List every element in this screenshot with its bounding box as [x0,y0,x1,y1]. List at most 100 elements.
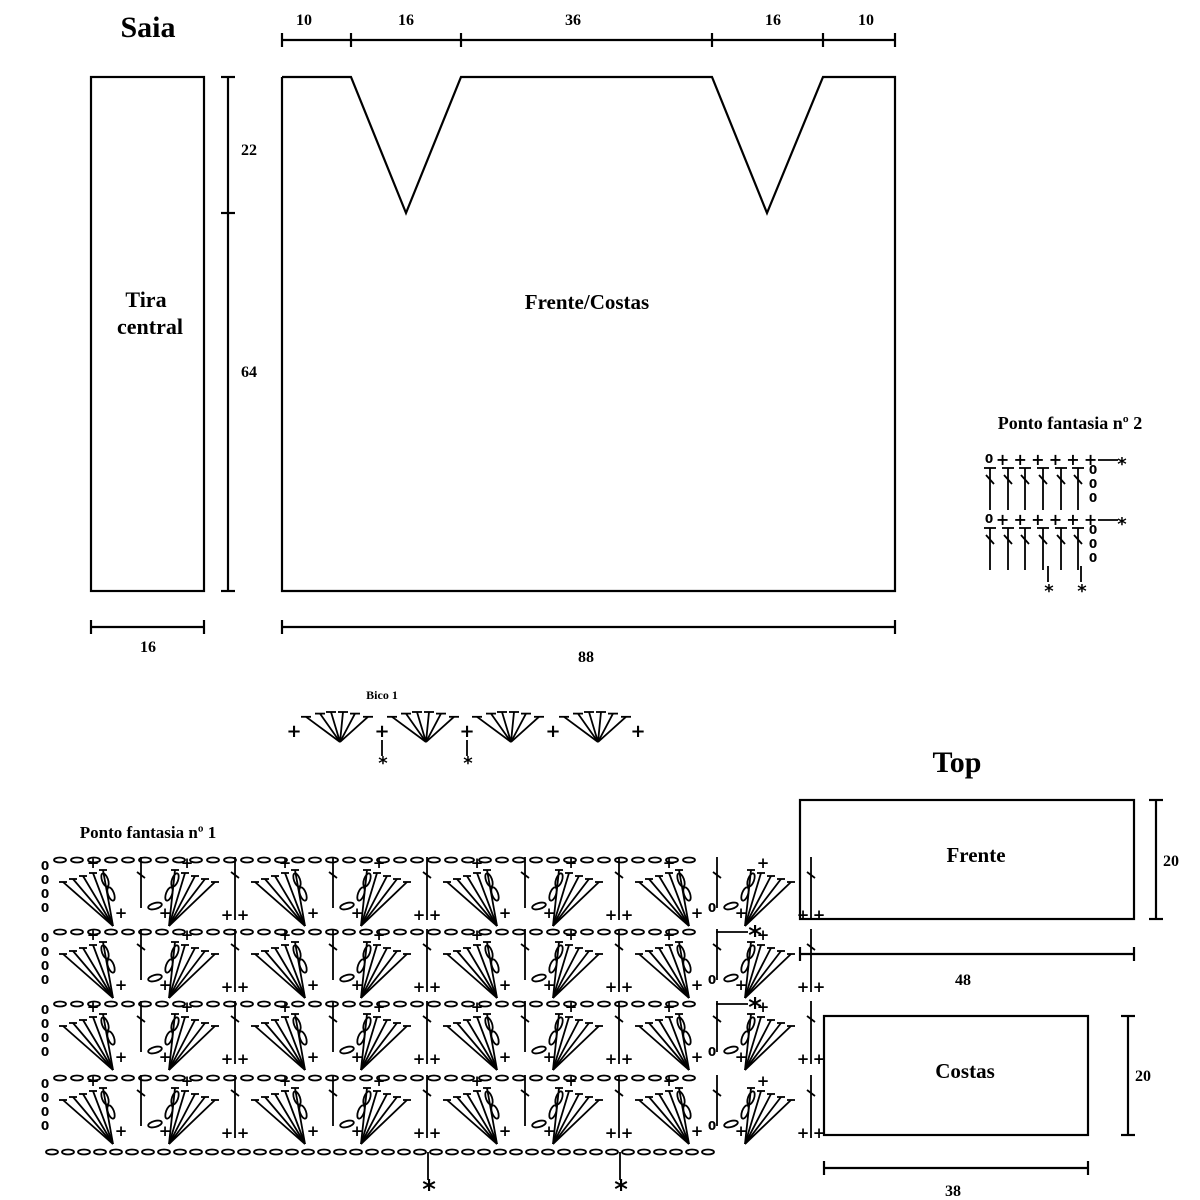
chain-oval [206,1074,220,1082]
single-crochet-symbol: + [1066,450,1079,469]
chain-symbol: 0 [1089,491,1097,505]
single-crochet-symbol: + [221,1124,234,1142]
chain-oval [563,928,577,936]
stitch-line [552,878,590,927]
frente-costas-piece [280,75,897,593]
chain-oval [682,958,692,974]
chain-symbol: 0 [41,873,49,887]
chain-symbol: 0 [1089,537,1097,551]
stitch-line [328,1089,338,1097]
stitch-line [678,1013,690,1071]
chain-oval [648,928,662,936]
chain-symbol: 0 [41,1045,49,1059]
chain-oval [356,1104,366,1120]
stitch-line [360,869,368,927]
chain-oval [147,1045,163,1055]
chain-oval [490,1030,500,1046]
top-costas-label: Costas [935,1059,995,1083]
single-crochet-symbol: + [115,976,128,994]
chain-oval [740,1104,750,1120]
stitch-line [510,713,527,743]
single-crochet-symbol: + [351,1122,364,1140]
single-crochet-symbol: + [621,978,634,996]
chain-oval [723,901,739,911]
top-costas-height-label: 20 [1135,1068,1151,1085]
chain-oval [740,886,750,902]
top-frente-height-label: 20 [1163,853,1179,870]
chain-oval [531,1045,547,1055]
single-crochet-symbol: + [459,721,474,742]
single-crochet-symbol: + [543,1048,556,1066]
chain-oval [155,1074,169,1082]
stitch-line [168,1025,216,1071]
chain-oval [121,928,135,936]
chain-oval [170,944,180,960]
stitch-line [552,941,560,999]
stitch-line [648,950,690,999]
chain-oval [478,928,492,936]
chain-oval [359,928,373,936]
stitch-line [136,1015,146,1023]
stitch-line [72,878,114,927]
stitch-line [254,1099,306,1145]
chain-oval [240,1000,254,1008]
chain-oval [605,1148,619,1156]
chain-oval [589,1148,603,1156]
chain-oval [205,1148,219,1156]
chain-oval [682,1104,692,1120]
chain-oval [170,1016,180,1032]
chain-symbol: 0 [41,887,49,901]
chain-oval [512,928,526,936]
stitch-line [360,1099,408,1145]
stitch-line [552,1096,590,1145]
chain-oval [381,1148,395,1156]
single-crochet-symbol: + [663,854,676,872]
main-width-label: 88 [578,649,594,666]
stitch-line [168,1099,216,1145]
stitch-line [552,1013,560,1071]
chain-oval [676,872,686,888]
stitch-line [614,871,624,879]
chain-symbol: 0 [985,452,993,466]
single-crochet-symbol: + [413,978,426,996]
chain-oval [53,928,67,936]
stitch-line [744,875,772,927]
chain-oval [495,1000,509,1008]
stitch-line [552,944,570,999]
stitch-line [668,944,690,999]
single-crochet-symbol: + [374,721,389,742]
stitch-line [168,1019,196,1071]
chain-oval [172,928,186,936]
chain-oval [189,1148,203,1156]
chain-oval [223,1000,237,1008]
single-crochet-symbol: + [1031,450,1044,469]
single-crochet-symbol: + [663,1072,676,1090]
stitch-line [658,1019,690,1071]
single-crochet-symbol: + [373,926,386,944]
stitch-line [422,1089,432,1097]
chain-oval [147,1119,163,1129]
chain-oval [676,1016,686,1032]
chain-oval [308,1074,322,1082]
single-crochet-symbol: + [471,998,484,1016]
stitch-line [552,1016,570,1071]
repeat-marker-icon: * [378,753,388,774]
single-crochet-symbol: + [813,978,826,996]
single-crochet-symbol: + [221,1050,234,1068]
single-crochet-symbol: + [605,1124,618,1142]
stitch-line [168,872,186,927]
chain-symbol: 0 [41,1077,49,1091]
chain-oval [164,1030,174,1046]
chain-oval [393,856,407,864]
stitch-line [678,1087,690,1145]
stitch-line [294,1013,306,1071]
single-crochet-symbol: + [307,1048,320,1066]
stitch-line [466,1093,498,1145]
stitch-line [744,878,782,927]
repeat-marker-icon: * [463,753,473,774]
chain-oval [61,1148,75,1156]
single-crochet-symbol: + [471,854,484,872]
chain-oval [155,928,169,936]
chain-oval [291,856,305,864]
chain-oval [461,928,475,936]
